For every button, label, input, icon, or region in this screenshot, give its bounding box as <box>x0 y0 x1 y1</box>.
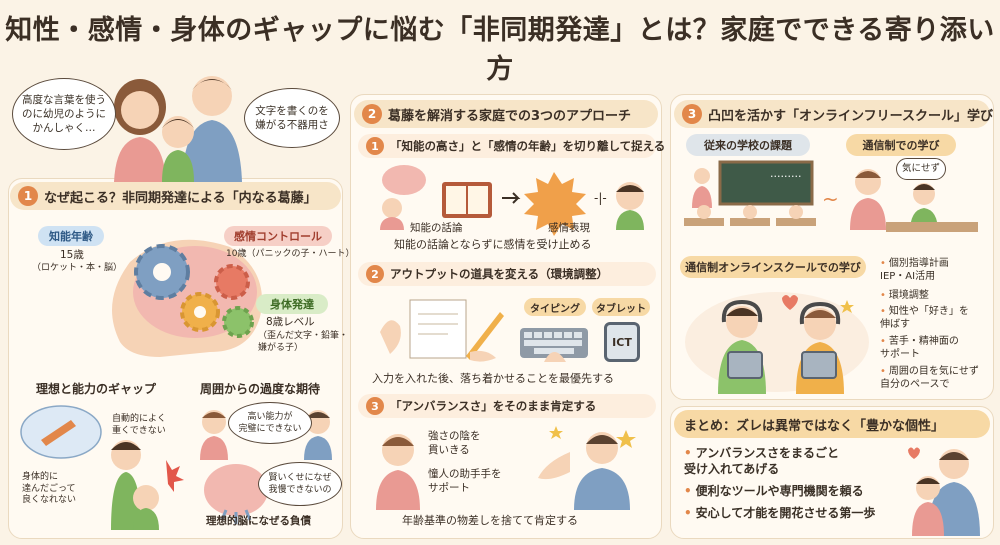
tablet-label: タブレット <box>596 303 646 315</box>
section-2-number: 2 <box>362 104 382 124</box>
approach-2-title: アウトプットの道具を変える（環境調整） <box>390 267 609 281</box>
ict-tablet-icon: ICT <box>604 322 640 362</box>
expectation-bubble-2: 賢いくせになぜ 我慢できないの <box>258 462 342 506</box>
blackboard-text: ……… <box>770 168 802 180</box>
svg-text:-|-: -|- <box>594 191 607 205</box>
expectation-bubble-1-text: 高い能力が 完璧にできない <box>238 411 302 434</box>
online-learning-label: 通信制での学び <box>862 139 940 152</box>
online-learning-tag: 通信制での学び <box>846 134 956 156</box>
section-3-number: 3 <box>682 104 702 124</box>
online-school-title-tag: 通信制オンラインスクールでの学び <box>680 256 866 278</box>
intellect-emotion-illustration: -|- <box>380 165 644 236</box>
emotion-control-label: 感情コントロール <box>234 230 322 243</box>
summary-title: まとめ：ズレは異常ではなく「豊かな個性」 <box>684 418 945 434</box>
summary-item-3: 安心して才能を開花させる第一歩 <box>684 506 876 522</box>
online-students-illustration <box>685 292 869 394</box>
approach-2-number: 2 <box>366 265 384 283</box>
section-3-header: 3 凸凹を活かす「オンラインフリースクール」学び <box>674 100 993 128</box>
intellect-age-note: （ロケット・本・脳） <box>32 263 123 273</box>
body-development-age: 8歳レベル <box>266 316 315 328</box>
expectation-subtitle: 周囲からの過度な期待 <box>200 382 321 396</box>
traditional-school-label: 従来の学校の課題 <box>704 139 792 152</box>
approach-3-number: 3 <box>366 397 384 415</box>
online-feature-4: 苦手・精神面の サポート <box>880 336 959 361</box>
approach-2-header: 2 アウトプットの道具を変える（環境調整） <box>358 262 656 286</box>
mother-speech-bubble: 高度な言葉を使う のに幼児のように かんしゃく… <box>12 78 116 150</box>
section-2-header: 2 葛藤を解消する家庭での3つのアプローチ <box>354 100 658 128</box>
approach-1-caption: 知能の話論とならずに感情を受け止める <box>394 238 592 251</box>
emotion-control-note: 10歳（パニックの子・ハート） <box>226 249 355 259</box>
classroom-illustration <box>684 160 816 226</box>
tilde-connector: ~ <box>822 187 839 211</box>
father-speech-bubble: 文字を書くのを 嫌がる不器用さ <box>244 88 340 148</box>
typing-tag: タイピング <box>524 298 586 316</box>
online-feature-3: 知性や「好き」を 伸ばす <box>880 306 969 331</box>
gap-subtitle: 理想と能力のギャップ <box>36 382 157 396</box>
expectation-bubble-2-text: 賢いくせになぜ 我慢できないの <box>268 472 332 495</box>
family-illustration <box>114 76 242 182</box>
kini-sezu-bubble: 気にせず <box>896 158 946 180</box>
summary-header: まとめ：ズレは異常ではなく「豊かな個性」 <box>674 410 990 438</box>
child-struggling-illustration <box>20 405 184 530</box>
approach-1-number: 1 <box>366 137 384 155</box>
section-1-header: 1 なぜ起こる？非同期発達による「内なる葛藤」 <box>10 182 341 210</box>
summary-item-1: アンバランスさをまるごと 受け入れてあげる <box>684 446 839 477</box>
affirming-illustration <box>376 426 636 510</box>
section-1-title: なぜ起こる？非同期発達による「内なる葛藤」 <box>44 190 317 206</box>
writing-hand-illustration <box>380 299 504 362</box>
online-school-title: 通信制オンラインスクールでの学び <box>685 261 861 274</box>
intellect-age-tag: 知能年齢 <box>38 226 104 246</box>
section-1-number: 1 <box>18 186 38 206</box>
brain-gears-illustration <box>112 239 262 357</box>
summary-item-2: 便利なツールや専門機関を頼る <box>684 484 864 500</box>
hugging-family-illustration <box>908 447 980 536</box>
online-feature-1: 個別指導計画 IEP・AI活用 <box>880 258 949 283</box>
gap-text-2: 身体的に 達んだごって 良くなれない <box>22 472 77 506</box>
approach-3-caption: 年齢基準の物差しを捨てて肯定する <box>402 514 578 527</box>
emotion-control-tag: 感情コントロール <box>224 226 332 246</box>
section-2-title: 葛藤を解消する家庭での3つのアプローチ <box>388 108 632 124</box>
home-learning-illustration <box>850 169 978 232</box>
body-development-tag: 身体発達 <box>256 294 328 314</box>
approach-1-left-label: 知能の話論 <box>410 222 463 234</box>
gap-text-1: 自動的によく 重くできない <box>112 414 167 436</box>
approach-3-header: 3 「アンバランスさ」をそのまま肯定する <box>358 394 656 418</box>
traditional-school-tag: 従来の学校の課題 <box>686 134 810 156</box>
intellect-age-value: 15歳 <box>60 249 84 261</box>
online-feature-5: 周囲の目を気にせず 自分のペースで <box>880 366 979 391</box>
keyboard-icon <box>520 328 588 362</box>
online-feature-2: 環境調整 <box>880 290 929 303</box>
approach-3-text-1: 強さの陰を 貫いきる <box>428 430 481 456</box>
approach-2-caption: 入力を入れた後、落ち着かせることを最優先する <box>372 372 614 385</box>
mother-bubble-text: 高度な言葉を使う のに幼児のように かんしゃく… <box>22 93 106 135</box>
approach-3-title: 「アンバランスさ」をそのまま肯定する <box>390 399 597 413</box>
approach-1-right-label: 感情表現 <box>548 222 590 234</box>
intellect-age-label: 知能年齢 <box>49 230 93 243</box>
typing-label: タイピング <box>530 303 580 315</box>
father-bubble-text: 文字を書くのを 嫌がる不器用さ <box>255 104 329 131</box>
ict-label: ICT <box>612 335 632 349</box>
section-3-title: 凸凹を活かす「オンラインフリースクール」学び <box>708 108 993 124</box>
body-development-label: 身体発達 <box>270 298 314 311</box>
expectation-caption: 理想的脳になぜる負債 <box>206 515 311 527</box>
adults-expectation-illustration <box>200 410 332 524</box>
kini-sezu-text: 気にせず <box>901 162 940 174</box>
approach-1-title: 「知能の高さ」と「感情の年齢」を切り離して捉える <box>390 139 666 153</box>
expectation-bubble-1: 高い能力が 完璧にできない <box>228 402 312 444</box>
page-title: 知性・感情・身体のギャップに悩む「非同期発達」とは？家庭でできる寄り添い方 <box>5 15 995 85</box>
tablet-tag: タブレット <box>592 298 650 316</box>
body-development-note: （歪んだ文字・鉛筆・ 嫌がる子） <box>258 331 349 353</box>
approach-1-header: 1 「知能の高さ」と「感情の年齢」を切り離して捉える <box>358 134 665 158</box>
approach-3-text-2: 憧人の助手手を サポート <box>428 468 502 494</box>
